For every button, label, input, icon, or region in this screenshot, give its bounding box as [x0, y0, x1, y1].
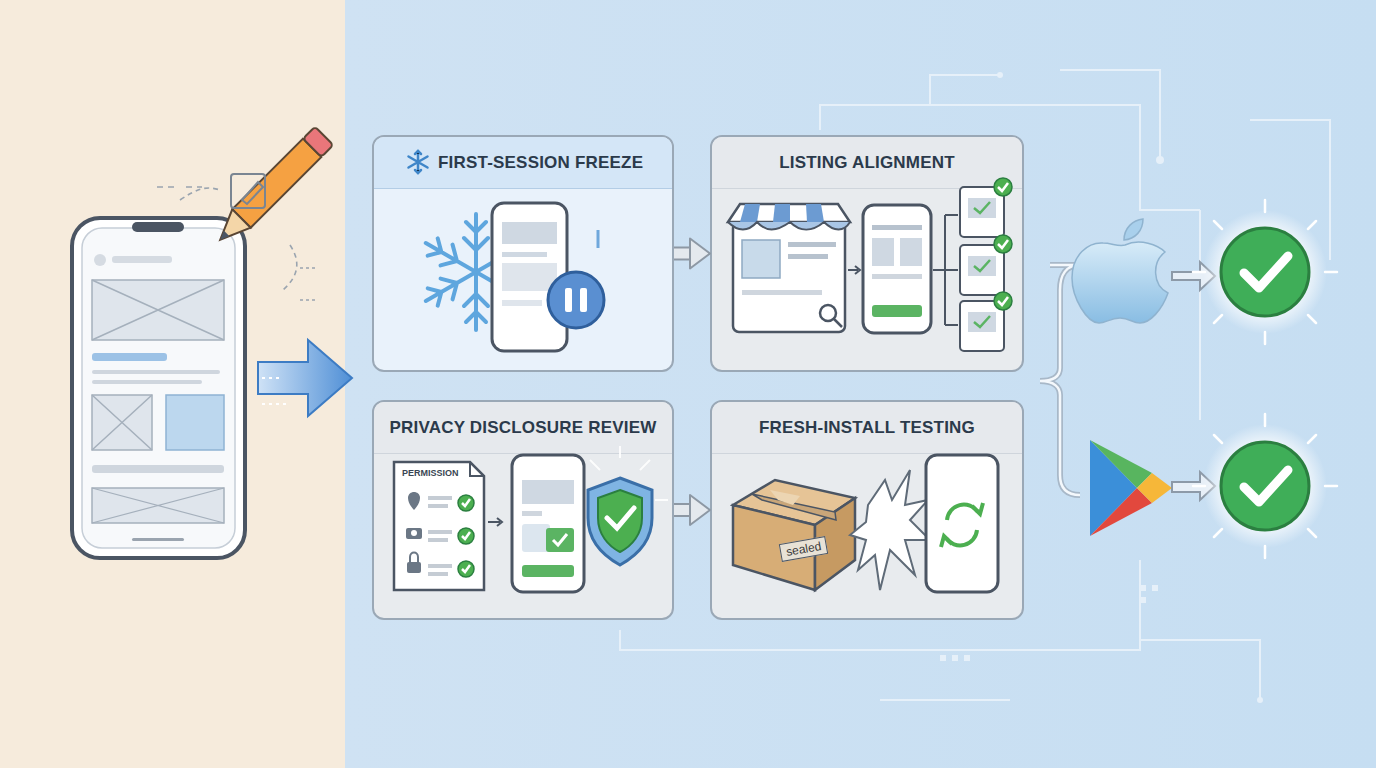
box-heading: PRIVACY DISCLOSURE REVIEW [374, 402, 672, 454]
process-box: LISTING ALIGNMENT [710, 135, 1024, 372]
box-heading: FIRST-SESSION FREEZE [374, 137, 672, 189]
process-box: FIRST-SESSION FREEZE [372, 135, 674, 372]
flow-arrow [674, 495, 710, 525]
box-heading: LISTING ALIGNMENT [712, 137, 1022, 189]
process-box: FRESH-INSTALL TESTING [710, 400, 1024, 620]
box-heading: FRESH-INSTALL TESTING [712, 402, 1022, 454]
document-label: PERMISSION [402, 468, 459, 478]
process-box: PRIVACY DISCLOSURE REVIEW [372, 400, 674, 620]
flow-arrow [674, 239, 710, 269]
